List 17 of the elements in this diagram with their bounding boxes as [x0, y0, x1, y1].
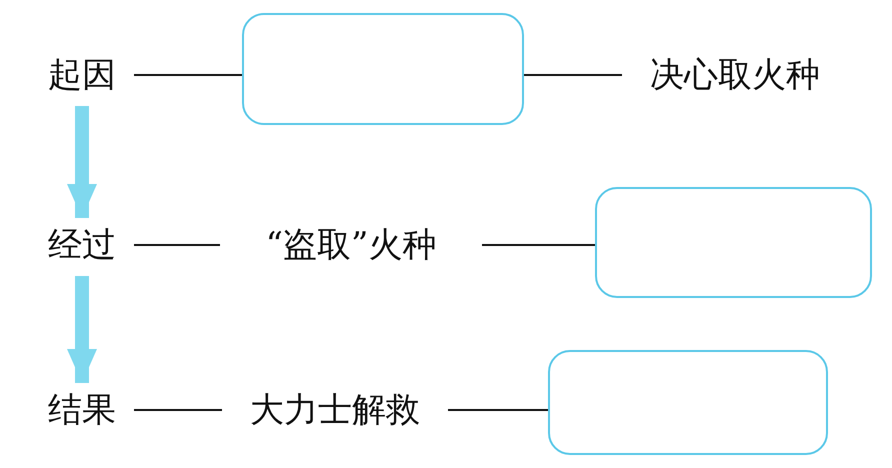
answer-box	[595, 187, 872, 298]
connector-line	[524, 74, 622, 76]
stage-label: 起因	[30, 52, 134, 98]
arrow	[67, 276, 97, 383]
answer-box	[242, 13, 524, 125]
connector-line	[448, 409, 548, 411]
connector-line	[134, 244, 220, 246]
connector-line	[482, 244, 595, 246]
stage-label: 大力士解救	[222, 387, 448, 433]
stage-label: 决心取火种	[622, 52, 848, 98]
connector-line	[134, 409, 222, 411]
stage-label: 结果	[30, 387, 134, 433]
stage-label: 经过	[30, 222, 134, 268]
connector-line	[134, 74, 242, 76]
arrow	[67, 106, 97, 218]
answer-box	[548, 350, 828, 455]
stage-label: “盗取”火种	[220, 222, 482, 268]
